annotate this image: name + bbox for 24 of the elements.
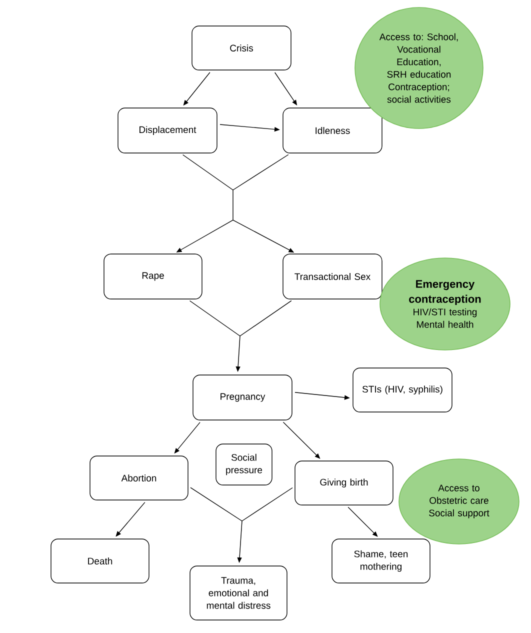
callout-bubble: Access to: School, Vocational Education, SRH education Contraception; social activities bbox=[354, 7, 484, 129]
callout-bubble: Access to Obstetric care Social support bbox=[398, 458, 520, 544]
process-box: Death bbox=[50, 538, 150, 584]
process-box: Shame, teen mothering bbox=[332, 538, 430, 584]
connector-line bbox=[190, 487, 242, 522]
process-box: Abortion bbox=[90, 456, 188, 500]
process-box: Idleness bbox=[282, 108, 382, 154]
process-box: Pregnancy bbox=[192, 374, 292, 420]
process-box: Displacement bbox=[118, 108, 218, 154]
connector-line bbox=[182, 154, 234, 190]
process-box: Trauma, emotional and mental distress bbox=[190, 566, 288, 620]
process-box: Transactional Sex bbox=[282, 254, 382, 300]
arrow bbox=[348, 506, 378, 537]
callout-bubble: Emergency contraception HIV/STI testing Mental health bbox=[380, 258, 510, 350]
connector-line bbox=[232, 190, 234, 220]
connector-line bbox=[232, 154, 289, 190]
connector-line bbox=[189, 300, 240, 336]
process-box: STIs (HIV, syphilis) bbox=[352, 368, 452, 412]
process-box: Giving birth bbox=[294, 460, 394, 506]
connector-line bbox=[242, 487, 293, 522]
connector-line bbox=[240, 300, 292, 336]
process-box: Rape bbox=[104, 254, 202, 300]
process-box: Crisis bbox=[192, 26, 292, 70]
process-box: Social pressure bbox=[216, 444, 272, 486]
